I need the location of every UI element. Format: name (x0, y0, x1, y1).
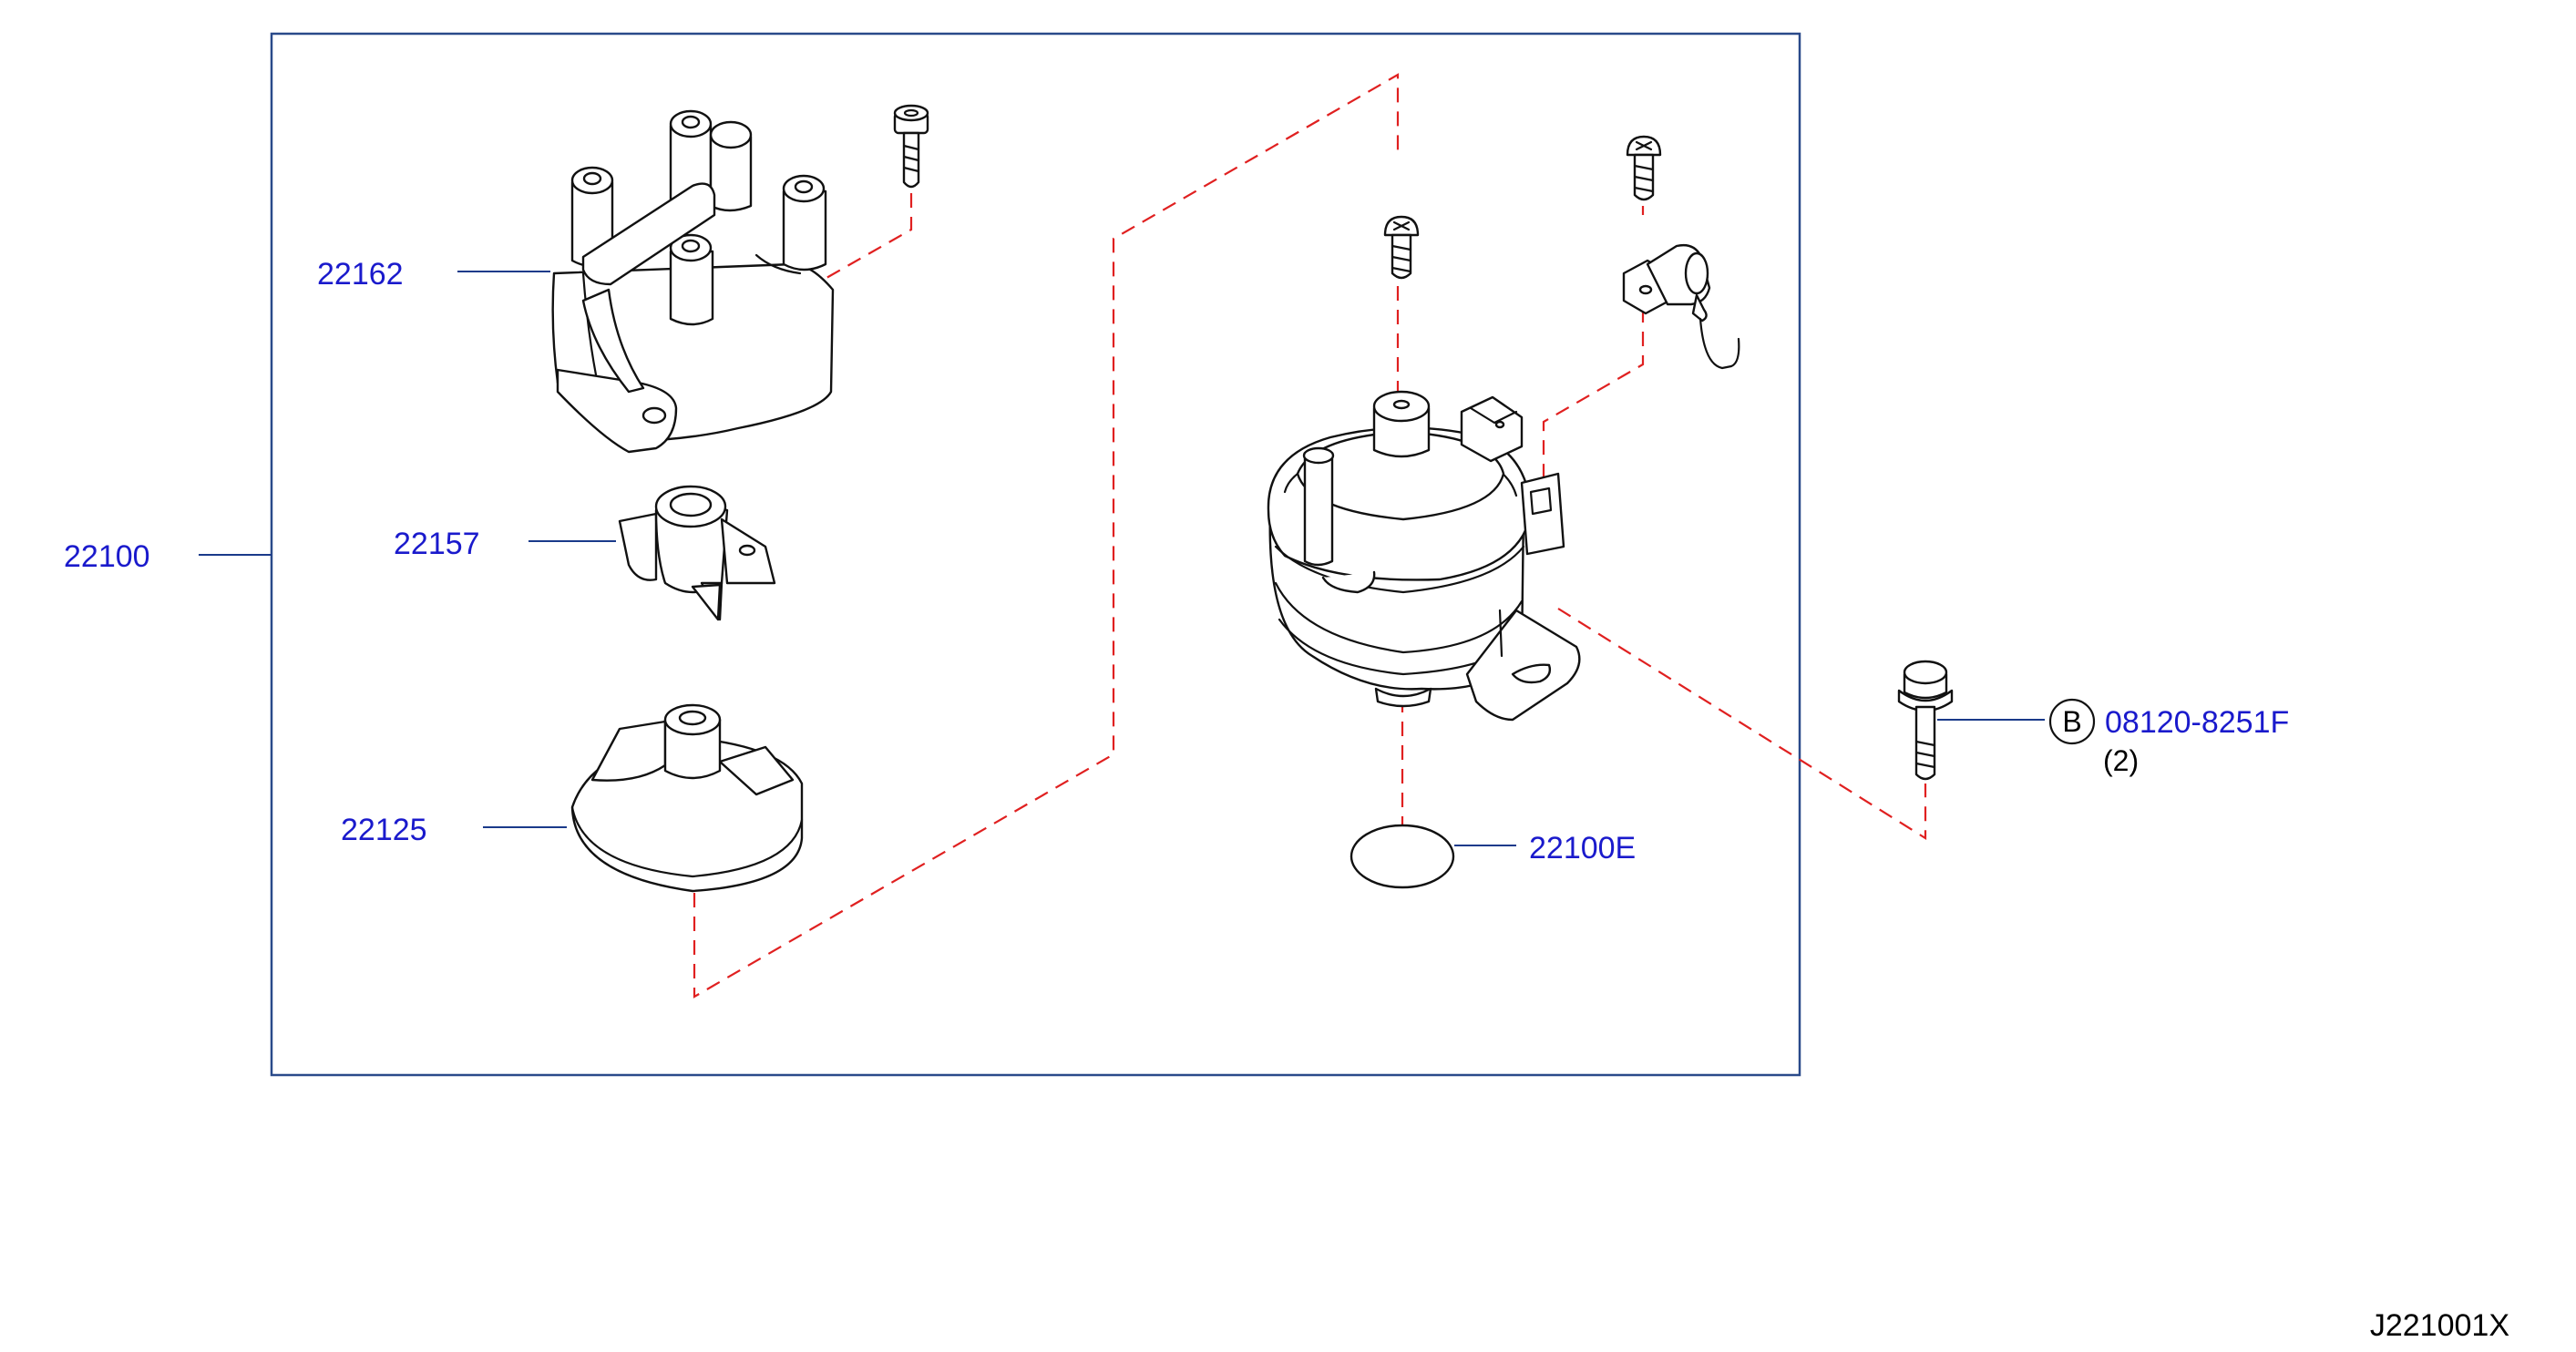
rotor-drawing (618, 485, 776, 621)
sensor-drawing (1622, 243, 1740, 370)
distributor-body-drawing (1267, 390, 1581, 722)
diagram-reference-code: J221001X (2370, 1308, 2509, 1343)
callout-cap: 22162 (317, 257, 404, 292)
bolt-badge-circle (2048, 698, 2096, 745)
center-screw-drawing (1383, 215, 1420, 280)
callout-bolt: 08120-8251F (2105, 705, 2289, 740)
callout-rotor: 22157 (394, 527, 480, 561)
bolt-badge-letter: B (2062, 705, 2081, 738)
dashed-guides (649, 73, 1927, 999)
dust-shield-drawing (570, 703, 804, 893)
assembly-frame (270, 32, 1801, 1077)
bolt-quantity: (2) (2103, 744, 2139, 777)
callout-shield: 22125 (341, 813, 427, 847)
guide-shield-to-body (693, 73, 1400, 999)
sensor-screw-drawing (1626, 135, 1662, 201)
callout-assembly: 22100 (64, 539, 150, 574)
callout-oring: 22100E (1529, 831, 1636, 865)
leader-lines (199, 271, 2045, 846)
bolt-drawing (1897, 660, 1954, 781)
distributor-cap-drawing (551, 109, 835, 454)
guide-sensor-to-body (1542, 308, 1645, 499)
guide-bolt (1557, 608, 1927, 840)
bolt-callout: B 08120-8251F (2) (2048, 698, 2289, 777)
cap-screw-drawing (893, 104, 929, 189)
oring-drawing (1350, 824, 1455, 889)
